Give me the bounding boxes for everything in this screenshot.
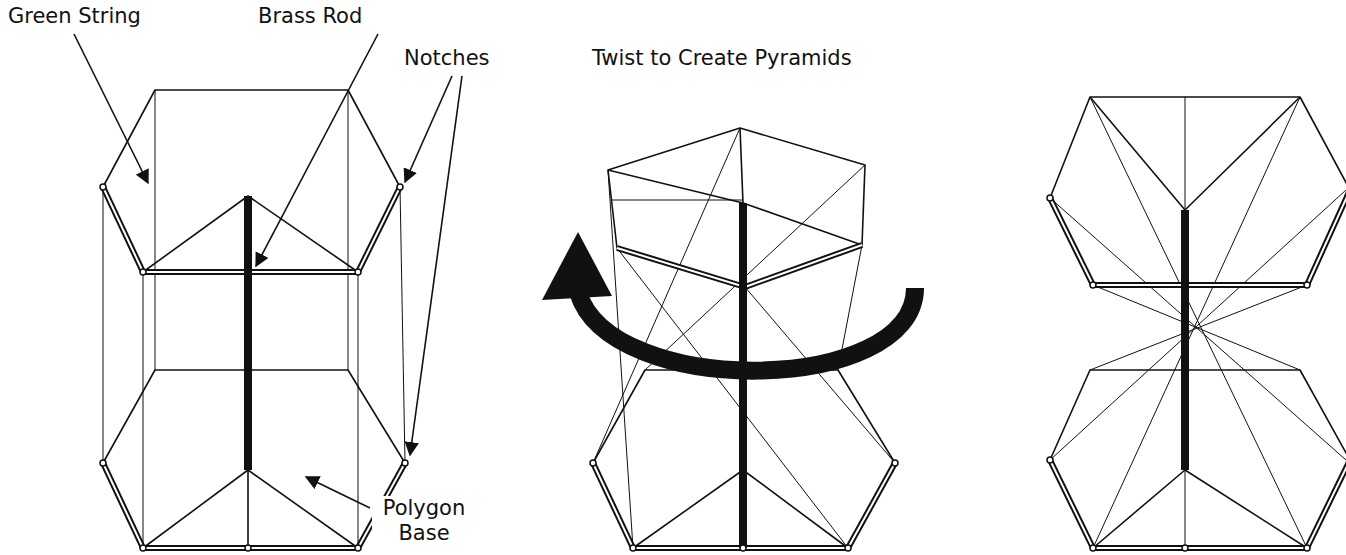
notch-dots [100,184,408,551]
notch-dots [1047,195,1310,551]
part-label: Green String [6,4,143,29]
green-strings [593,128,895,548]
twist-arrow [542,232,915,371]
brass-rod [244,196,252,470]
leader-lines [74,34,462,508]
polygon-top [608,128,865,287]
caption-label: Twist to Create Pyramids [590,46,854,71]
polygon-base [103,370,405,548]
polygon-base [1050,370,1346,548]
part-label: Polygon Base [372,496,476,546]
part-label: Brass Rod [256,4,364,29]
notch-dots [590,460,898,551]
part-label: Notches [402,46,492,71]
green-strings [1050,97,1346,548]
pyramid-figure [1047,97,1346,551]
base-thickness [103,187,405,548]
brass-rod [1181,210,1189,470]
green-strings [103,90,405,548]
polygon-top [1050,97,1346,285]
prism-figure [100,90,408,551]
